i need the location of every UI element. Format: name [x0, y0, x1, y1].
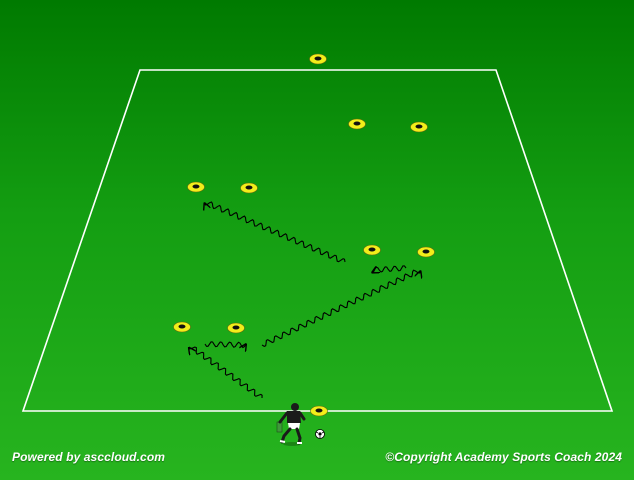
cone-icon — [348, 118, 366, 130]
dribble-path-2 — [261, 270, 421, 348]
dribble-path-3 — [189, 347, 263, 399]
dribble-path-5 — [204, 341, 246, 348]
cone-icon — [363, 244, 381, 256]
cone-icon — [187, 181, 205, 193]
cone-icon — [310, 405, 328, 417]
dribble-path-1 — [205, 202, 346, 263]
dribble-path-4 — [372, 265, 407, 273]
cone-icon — [173, 321, 191, 333]
cones-group — [173, 53, 435, 417]
dribble-paths — [189, 202, 421, 399]
copyright-text: ©Copyright Academy Sports Coach 2024 — [385, 450, 622, 464]
cone-icon — [240, 182, 258, 194]
powered-by-text: Powered by asccloud.com — [12, 450, 166, 464]
field-boundary — [21, 69, 614, 412]
cone-icon — [417, 246, 435, 258]
cone-icon — [227, 322, 245, 334]
cone-icon — [410, 121, 428, 133]
ball-icon — [315, 429, 325, 439]
player-icon — [276, 403, 306, 446]
cone-icon — [309, 53, 327, 65]
